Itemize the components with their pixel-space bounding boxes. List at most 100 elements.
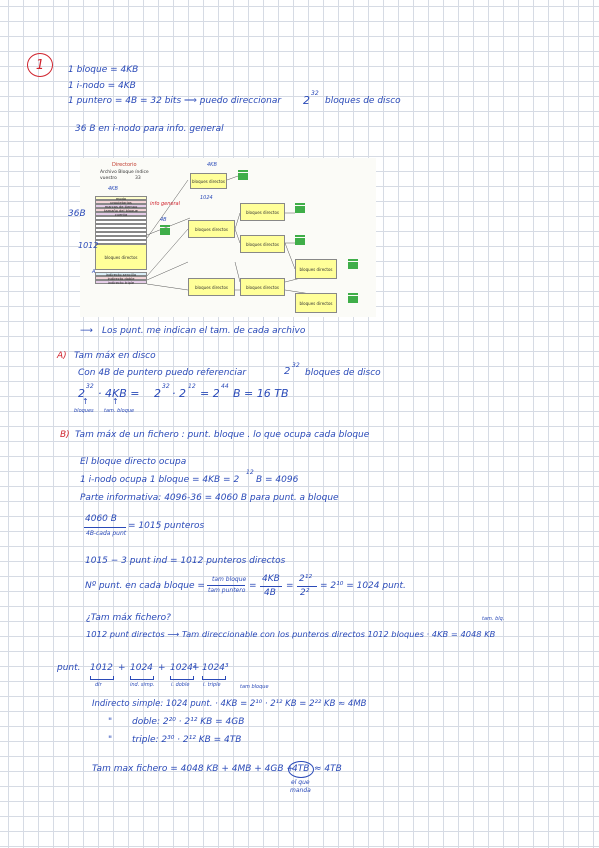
part-b-label: B): [60, 430, 70, 440]
part-a-label-bloques: bloques: [74, 408, 94, 414]
part-a-line1-tail: bloques de disco: [305, 368, 381, 378]
total-size-approx: ≈ 4TB: [314, 764, 342, 774]
inode-direct-blocks: bloques directos: [95, 244, 147, 270]
part-a-title: Tam máx en disco: [74, 351, 156, 361]
ann-36b: 36B: [68, 209, 86, 219]
sum-plus: +: [192, 663, 200, 673]
frac1-line: [207, 585, 245, 586]
inode-diagram: Directorio Archivo Bloque índice vuestro…: [80, 158, 376, 317]
sum-term-simple: 1024: [130, 663, 153, 673]
part-b-line2-exp: 12: [246, 469, 254, 476]
frac-denominator: 4B-cada punt: [86, 530, 127, 537]
pointer-pow-exp: 32: [311, 90, 319, 97]
direct-blocks-box: bloques directos: [190, 173, 227, 189]
sum-label: punt.: [57, 663, 81, 673]
direct-blocks-box: bloques directos: [188, 278, 235, 296]
direct-blocks-box: bloques directos: [295, 293, 337, 313]
frac3-den: 2²: [300, 588, 310, 598]
frac1-num: tam bloque: [212, 576, 247, 583]
part-a-eq-c-exp: 32: [162, 383, 170, 390]
total-size: Tam max fichero = 4048 KB + 4MB + 4GB +: [92, 764, 294, 774]
part-b-line1: El bloque directo ocupa: [80, 457, 187, 467]
arrow-up-icon: ↑: [112, 397, 119, 406]
brace: [170, 676, 194, 680]
inode-row: indirecto triple: [95, 280, 147, 285]
inode-row: [95, 240, 147, 244]
part-a-eq-a: 2: [78, 387, 85, 400]
circle-4tb: [288, 761, 314, 778]
part-a-eq-a-exp: 32: [86, 383, 94, 390]
pointer-size-line: 1 puntero = 4B = 32 bits ⟹ puedo direcci…: [68, 96, 282, 106]
sum-plus: +: [158, 663, 166, 673]
pointer-line-tail: bloques de disco: [325, 96, 401, 106]
data-blocks: [238, 170, 248, 181]
inode-row: [95, 220, 147, 224]
pointer-pow-base: 2: [303, 94, 310, 107]
part-a-label-tam: tam. bloque: [104, 408, 135, 414]
frac3-line: [297, 586, 317, 587]
part-b-question: ¿Tam máx fichero?: [86, 613, 171, 623]
sum-term-double: 1024²: [170, 663, 197, 673]
sum-term-triple: 1024³: [202, 663, 229, 673]
data-blocks: [295, 203, 305, 214]
sum-label-triple: i. triple: [203, 682, 221, 688]
tam-blq-label: tam. blq.: [482, 616, 505, 622]
part-a-eq-b: · 4KB =: [98, 387, 140, 400]
inode-row: indirecto sencillo: [95, 272, 147, 277]
block-size-line: 1 bloque = 4KB: [68, 65, 139, 75]
frac2-den: 4B: [264, 588, 276, 598]
inode-info-line: 36 B en i-nodo para info. general: [75, 124, 224, 134]
part-b-line5-tail: = 2¹⁰ = 1024 punt.: [320, 581, 406, 591]
part-b-line2: 1 i-nodo ocupa 1 bloque = 4KB = 2: [80, 475, 240, 485]
ann-4b: 4B: [160, 217, 167, 223]
data-blocks: [348, 293, 358, 304]
inode-row: propietarios: [95, 200, 147, 205]
note-arrow: ⟶: [80, 326, 93, 336]
indirect-triple: triple: 2³⁰ · 2¹² KB = 4TB: [132, 735, 242, 745]
frac-numerator: 4060 B: [85, 514, 117, 524]
total-note-1: el que: [291, 779, 310, 786]
inode-row: [95, 228, 147, 232]
note-text: Los punt. me indican el tam. de cada arc…: [102, 326, 306, 336]
diagram-title: Directorio: [112, 162, 137, 168]
frac-line: [84, 527, 126, 528]
ann-4kb-left: 4KB: [108, 186, 118, 192]
part-a-pow-exp: 32: [292, 362, 300, 369]
direct-blocks-box: bloques directos: [295, 259, 337, 279]
frac2-line: [260, 586, 282, 587]
ann-1024-top: 1024: [200, 195, 213, 201]
sum-label-double: i. doble: [171, 682, 190, 688]
part-b-line4: 1015 − 3 punt ind = 1012 punteros direct…: [85, 556, 286, 566]
inode-row: [95, 236, 147, 240]
part-b-line2-tail: B = 4096: [256, 475, 299, 485]
indirect-simple: Indirecto simple: 1024 punt. · 4KB = 2¹⁰…: [92, 699, 367, 709]
direct-blocks-box: bloques directos: [240, 235, 285, 253]
part-a-eq-c: 2: [154, 387, 161, 400]
frac2-num: 4KB: [262, 574, 280, 584]
ann-4kb-top: 4KB: [207, 162, 217, 168]
inode-row: [95, 216, 147, 220]
inode-row: indirecto doble: [95, 276, 147, 281]
frac1-den: tam puntero: [208, 587, 246, 594]
ditto-mark: ": [108, 735, 113, 745]
diagram-arrows: [146, 175, 338, 299]
brace: [90, 676, 114, 680]
inode-size-line: 1 i-nodo = 4KB: [68, 81, 136, 91]
part-a-eq-e: = 2: [200, 387, 220, 400]
ann-1012: 1012: [78, 241, 99, 250]
part-a-eq-e-exp: 44: [221, 383, 229, 390]
diagram-file-number: 33: [135, 176, 141, 181]
frac-result: = 1015 punteros: [128, 521, 205, 531]
sum-label-dir: dir: [95, 682, 102, 688]
inode-row: [95, 232, 147, 236]
brace: [202, 676, 226, 680]
indirect-double: doble: 2²⁰ · 2¹² KB = 4GB: [132, 717, 245, 727]
diagram-subtitle: Archivo Bloque índice: [100, 170, 149, 175]
inode-row: [95, 224, 147, 228]
ditto-mark: ": [108, 717, 113, 727]
eq-sign: =: [249, 581, 257, 591]
arrow-up-icon: ↑: [82, 397, 89, 406]
frac3-num: 2¹²: [299, 574, 312, 584]
inode-row: modo: [95, 196, 147, 201]
part-a-eq-f: B = 16 TB: [233, 387, 289, 400]
